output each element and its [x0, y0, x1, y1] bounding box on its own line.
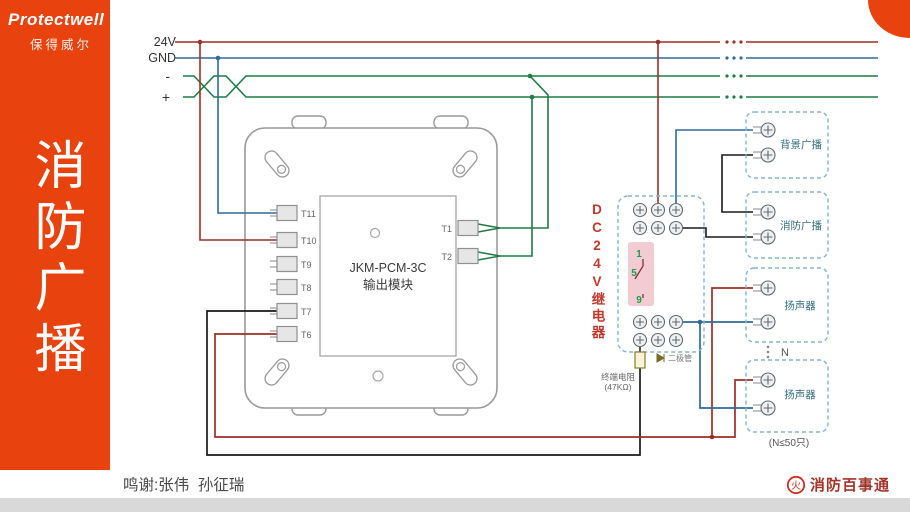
relay-schematic — [628, 242, 654, 306]
relay-screw-terminals — [632, 202, 684, 348]
terminal-label: T9 — [301, 260, 312, 270]
bus-label-gnd: GND — [148, 51, 176, 65]
page-title-text: 消防广播 — [26, 138, 84, 382]
wire-relay-to-speakers — [682, 321, 753, 409]
footer-brand: 火 消防百事通 — [786, 474, 890, 495]
terminal-t11: T11 — [270, 204, 316, 222]
keyhole-slot — [264, 358, 290, 386]
n-label: N — [781, 347, 789, 359]
keyhole-slot — [452, 150, 478, 178]
relay-outline — [617, 195, 705, 353]
terminal-t1: T1 — [441, 219, 479, 237]
wires — [197, 39, 753, 456]
keyhole-slot — [452, 358, 478, 386]
relay-pin-9: 9 — [636, 295, 642, 306]
speaker-continuation: N — [766, 345, 789, 359]
terminal-label: T6 — [301, 330, 312, 340]
terminal-t9: T9 — [270, 255, 312, 273]
wire-t7-to-resistor — [206, 310, 641, 456]
diode-symbol — [656, 353, 666, 363]
bus-label-24v: 24V — [154, 35, 177, 49]
eol-components: 二极管 终端电阻 (47KΩ) — [601, 347, 692, 392]
wire-minus-bus — [183, 75, 878, 98]
background-broadcast-box: 背景广播 — [745, 111, 829, 179]
terminal-label: T11 — [301, 209, 316, 219]
speaker-count-note: (N≤50只) — [769, 438, 810, 449]
module-type-label: 输出模块 — [363, 277, 414, 292]
module-tab — [433, 115, 469, 130]
flame-icon: 火 — [791, 480, 801, 492]
page-title-vertical: 消防广播 — [0, 138, 110, 382]
bus-label-minus: - — [165, 68, 170, 84]
screw-hole — [369, 227, 381, 239]
brand-logo-chinese: 保得威尔 — [30, 38, 93, 52]
wire-gnd-to-t11 — [217, 58, 277, 214]
speaker1-box: 扬声器 — [745, 267, 829, 343]
relay-contact-symbol — [634, 259, 644, 298]
background-broadcast-label: 背景广播 — [780, 138, 822, 151]
brand-logo: Protectwell — [8, 10, 105, 29]
wire-24v-to-t10 — [199, 42, 277, 241]
terminal-t7: T7 — [270, 302, 312, 320]
terminal-label: T1 — [441, 224, 452, 234]
wire-t1-to-minus — [477, 75, 549, 233]
resistor-label-line1: 终端电阻 — [601, 372, 636, 382]
terminal-t6: T6 — [270, 325, 312, 343]
module-inner-panel — [319, 195, 457, 357]
wire-background-to-fire — [721, 154, 753, 213]
credits-text: 鸣谢:张伟 孙征瑞 — [123, 477, 245, 494]
terminal-resistor — [634, 351, 646, 369]
wire-plus-bus — [183, 75, 878, 98]
wire-t6-to-speakers — [214, 287, 753, 438]
relay-title-vertical: DC24V继电器 — [589, 202, 605, 342]
terminal-label: T2 — [441, 252, 452, 262]
speaker2-box: 扬声器 — [745, 359, 829, 433]
wire-relay-to-background — [675, 129, 753, 203]
power-bus: 24V GND - + — [148, 35, 878, 105]
terminal-label: T8 — [301, 283, 312, 293]
module-model-label: JKM-PCM-3C — [349, 261, 426, 275]
relay-pin-1: 1 — [636, 249, 642, 260]
bus-label-plus: + — [162, 89, 170, 105]
module-terminals: T11 T10 T9 T8 T7 — [270, 204, 479, 343]
relay-pin-5: 5 — [631, 268, 637, 279]
wire-fire-to-relay — [683, 227, 753, 238]
device-boxes: 背景广播 消防广播 — [745, 111, 829, 449]
bottom-bar — [0, 498, 910, 512]
terminal-label: T10 — [301, 236, 317, 246]
terminal-label: T7 — [301, 307, 312, 317]
wire-t2-to-plus — [477, 97, 533, 261]
terminal-t8: T8 — [270, 278, 312, 296]
relay-block: 1 5 9 — [617, 195, 705, 353]
keyhole-slot — [264, 150, 290, 178]
junction-dots — [197, 39, 715, 440]
output-module: JKM-PCM-3C 输出模块 — [244, 115, 498, 416]
footer-brand-text: 消防百事通 — [810, 477, 891, 494]
sidebar: Protectwell 保得威尔 消防广播 — [0, 0, 110, 470]
diode-label: 二极管 — [668, 353, 692, 363]
module-tab — [291, 115, 327, 130]
fire-broadcast-label: 消防广播 — [780, 219, 822, 232]
screw-hole — [372, 370, 384, 382]
terminal-t10: T10 — [270, 231, 317, 249]
resistor-label-line2: (47KΩ) — [604, 382, 631, 392]
footer-brand-icon: 火 — [786, 475, 806, 494]
fire-broadcast-box: 消防广播 — [745, 191, 829, 259]
terminal-t2: T2 — [441, 247, 479, 265]
speaker1-label: 扬声器 — [784, 299, 816, 312]
bus-break-dots — [725, 40, 743, 99]
speaker2-label: 扬声器 — [784, 388, 816, 401]
